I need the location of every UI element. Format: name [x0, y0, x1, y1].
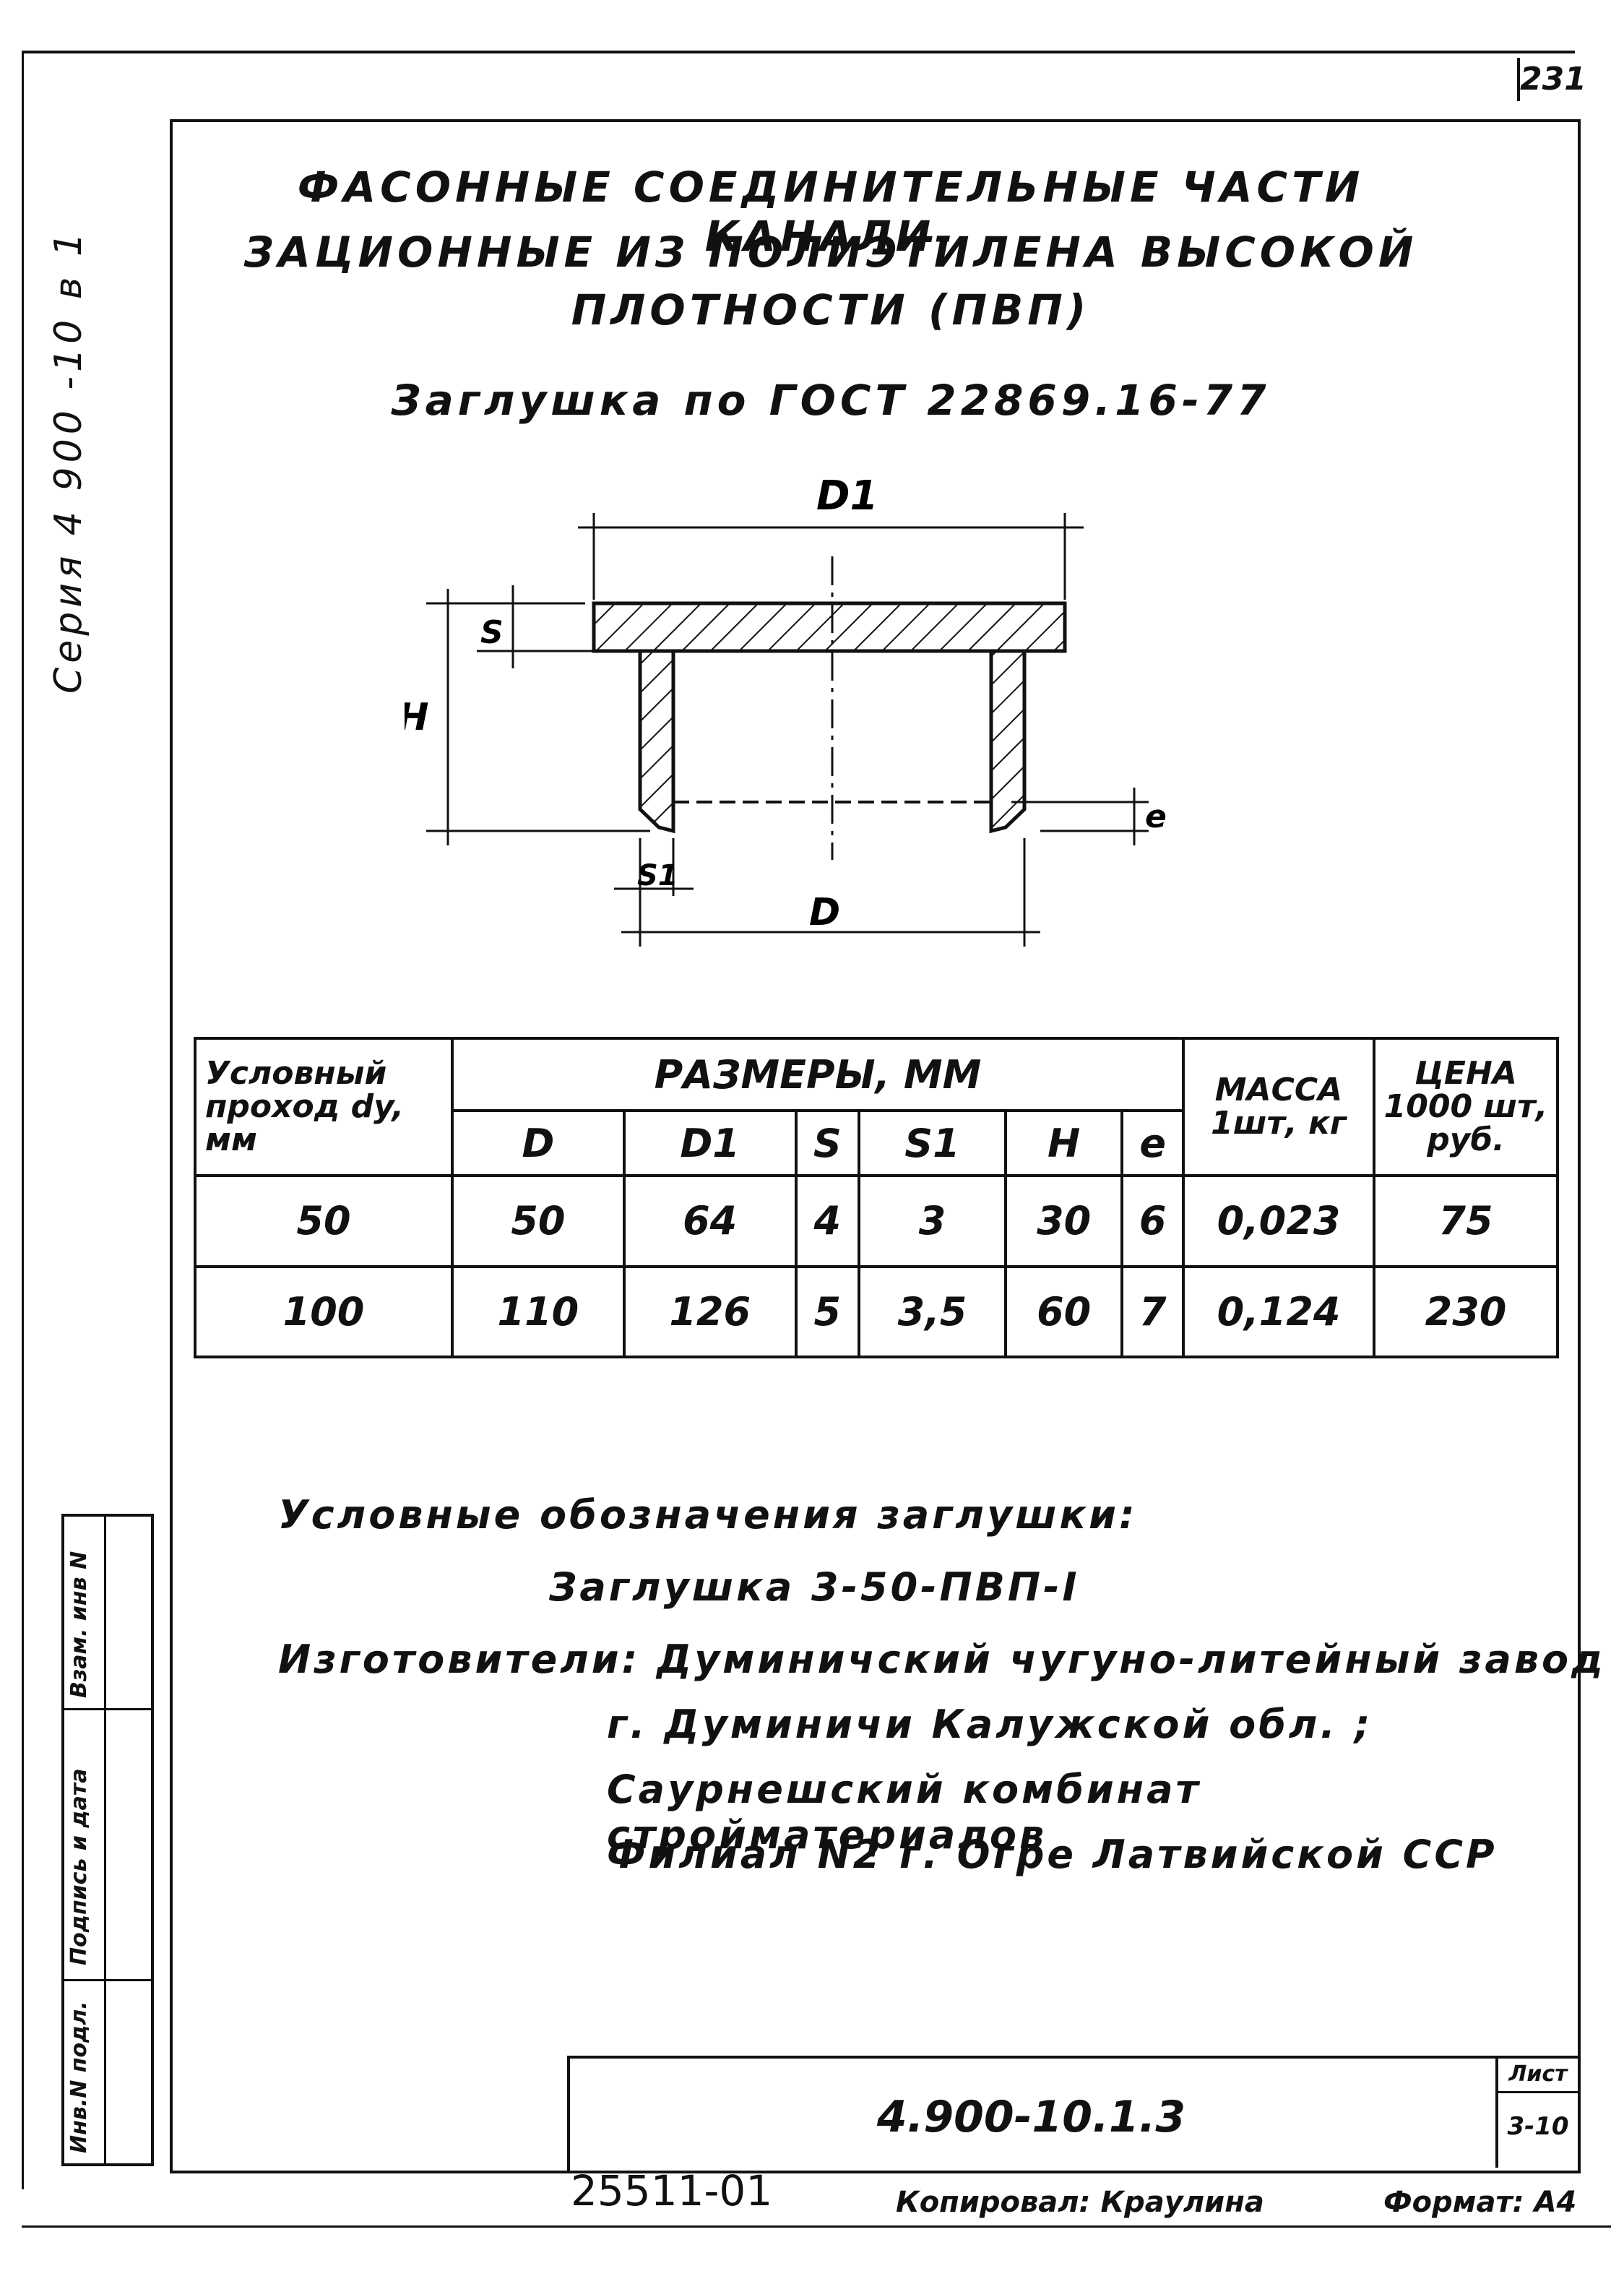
note-manufacturer-2-branch: Филиал N2 г. Огре Латвийской ССР	[607, 1832, 1498, 1877]
cell-mass: 0,023	[1182, 1174, 1375, 1268]
header-nominal: Условный проход dy, мм	[194, 1037, 454, 1177]
inner-frame	[170, 119, 1581, 2173]
cell-d1: 64	[622, 1174, 798, 1268]
note-designation-heading: Условные обозначения заглушки:	[278, 1492, 1138, 1538]
cell-h: 60	[1004, 1264, 1124, 1358]
cell-e: 6	[1120, 1174, 1185, 1268]
label-e: e	[1145, 798, 1167, 835]
title-line-2: ЗАЦИОННЫЕ ИЗ ПОЛИЭТИЛЕНА ВЫСОКОЙ	[243, 228, 1418, 277]
cell-s: 4	[794, 1174, 860, 1268]
bottom-border	[22, 2225, 1611, 2228]
stamp-sheet-cell: Лист 3-10	[1495, 2056, 1578, 2168]
header-sizes: РАЗМЕРЫ, ММ	[451, 1037, 1185, 1112]
left-wall	[638, 649, 675, 834]
cell-s: 5	[794, 1264, 860, 1358]
subheader-h: H	[1004, 1109, 1124, 1177]
label-s1: S1	[637, 859, 678, 892]
cell-e: 7	[1120, 1264, 1185, 1358]
title-line-3: ПЛОТНОСТИ (ПВП)	[571, 285, 1091, 335]
side-label-signature: Подпись и дата	[66, 1768, 92, 1965]
note-designation-example: Заглушка 3-50-ПВП-I	[549, 1564, 1080, 1610]
subheader-s1: S1	[857, 1109, 1008, 1177]
subheader-d1: D1	[622, 1109, 798, 1177]
table-row: 50 50 64 4 3 30 6 0,023 75	[194, 1174, 1559, 1268]
side-label-inventory: Инв.N подл.	[66, 2001, 92, 2153]
label-h: H	[405, 696, 429, 739]
note-manufacturer-1-city: г. Думиничи Калужской обл. ;	[607, 1702, 1373, 1747]
stamp-block	[567, 2056, 1578, 2171]
stamp-sheet-label: Лист	[1498, 2061, 1578, 2093]
header-price: ЦЕНА 1000 шт, руб.	[1373, 1037, 1559, 1177]
side-approval-block	[61, 1514, 154, 2166]
label-s: S	[480, 614, 504, 651]
page-number: 231	[1517, 58, 1586, 101]
subheader-s: S	[794, 1109, 860, 1177]
label-d: D	[809, 891, 840, 934]
subtitle: Заглушка по ГОСТ 22869.16-77	[391, 376, 1271, 425]
stamp-code: 4.900-10.1.3	[876, 2092, 1186, 2142]
cell-mass: 0,124	[1182, 1264, 1375, 1358]
cell-s1: 3,5	[857, 1264, 1008, 1358]
header-mass: МАССА 1шт, кг	[1182, 1037, 1375, 1177]
cell-d: 50	[451, 1174, 626, 1268]
top-border	[22, 51, 1575, 53]
cell-price: 230	[1373, 1264, 1559, 1358]
paper-format: Формат: А4	[1383, 2186, 1577, 2219]
end-cap-drawing: D1 H S e S1 D	[405, 473, 1167, 947]
subheader-d: D	[451, 1109, 626, 1177]
label-d1: D1	[816, 473, 878, 520]
cell-price: 75	[1373, 1174, 1559, 1268]
note-manufacturer-2: Саурнешский комбинат стройматериалов	[607, 1767, 1201, 1858]
title-line-1: ФАСОННЫЕ СОЕДИНИТЕЛЬНЫЕ ЧАСТИ КАНАЛИ-	[297, 163, 1365, 261]
dimensions-table: Условный проход dy, мм РАЗМЕРЫ, ММ МАССА…	[194, 1037, 1559, 1358]
side-label-replacement: Взам. инв N	[66, 1551, 92, 1698]
cell-d1: 126	[622, 1264, 798, 1358]
table-row: 100 110 126 5 3,5 60 7 0,124 230	[194, 1264, 1559, 1358]
right-wall	[989, 649, 1027, 834]
copied-by: Копировал: Краулина	[896, 2186, 1264, 2219]
cell-dy: 100	[194, 1264, 454, 1358]
flange-plate	[592, 601, 1067, 653]
stamp-sheet-value: 3-10	[1507, 2112, 1569, 2141]
subheader-e: e	[1120, 1109, 1185, 1177]
cell-dy: 50	[194, 1174, 454, 1268]
cell-d: 110	[451, 1264, 626, 1358]
inventory-number: 25511-01	[571, 2166, 773, 2215]
left-outer-border	[22, 51, 24, 2189]
series-vertical: Серия 4 900 -10 в 1	[47, 228, 90, 694]
cell-s1: 3	[857, 1174, 1008, 1268]
note-manufacturers: Изготовители: Думиничский чугуно-литейны…	[278, 1637, 1606, 1682]
cell-h: 30	[1004, 1174, 1124, 1268]
